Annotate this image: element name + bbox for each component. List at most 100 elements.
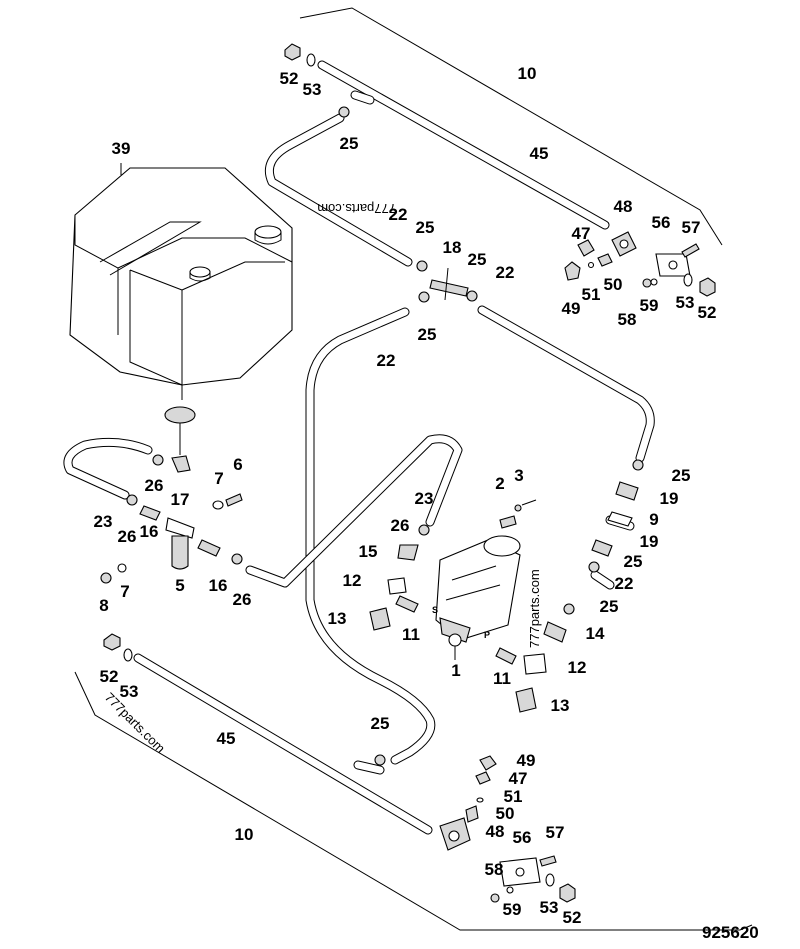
callout-c-11-a: 11 <box>402 625 420 644</box>
callout-c-15: 15 <box>359 542 378 561</box>
screw-57-bot <box>539 855 557 867</box>
washer-51-bot <box>476 797 484 803</box>
drawing-number: 925620 <box>702 923 759 942</box>
screw-2 <box>499 515 517 529</box>
callout-c-45-top: 45 <box>530 144 549 163</box>
fitting-16-a <box>139 505 161 521</box>
clamp-26-d <box>418 524 430 536</box>
cap-52-r <box>699 277 716 297</box>
callout-c-25-h: 25 <box>371 714 390 733</box>
callout-c-25-e: 25 <box>672 466 691 485</box>
fuel-pump-1 <box>435 535 521 660</box>
part-9 <box>607 511 633 527</box>
callout-c-45-bot: 45 <box>217 729 236 748</box>
callout-c-13-b: 13 <box>551 696 570 715</box>
clamp-25-a <box>338 106 350 118</box>
nut-8 <box>100 572 112 584</box>
o-ring-53-bl <box>123 648 133 662</box>
cap-52-top <box>284 43 301 61</box>
cap-52-bl <box>103 633 121 651</box>
callout-c-52-top: 52 <box>280 69 299 88</box>
screw-57-top <box>681 243 700 258</box>
callout-c-7-a: 7 <box>214 469 223 488</box>
clamp-25-e <box>632 459 644 471</box>
callout-c-13-a: 13 <box>328 609 347 628</box>
washer-7-a <box>212 500 224 510</box>
washer-7-b <box>117 563 127 573</box>
hose-45-bottom <box>133 653 433 835</box>
callout-c-25-c: 25 <box>468 250 487 269</box>
o-ring-53-r <box>683 273 693 287</box>
callout-c-53-r: 53 <box>676 293 695 312</box>
callout-c-39: 39 <box>112 139 131 158</box>
callout-c-52-bot: 52 <box>563 908 582 927</box>
callout-c-22-d: 22 <box>615 574 634 593</box>
callout-c-23-a: 23 <box>94 512 113 531</box>
fitting-11-a <box>395 595 419 613</box>
callout-c-22-a: 22 <box>389 205 408 224</box>
clamp-26-b <box>126 494 138 506</box>
callout-c-14: 14 <box>586 624 605 643</box>
callout-c-3: 3 <box>514 466 523 485</box>
callout-c-47-top: 47 <box>572 224 591 243</box>
clamp-26-a <box>152 454 164 466</box>
fitting-12-a <box>387 577 407 595</box>
callout-c-53-bot: 53 <box>540 898 559 917</box>
filter-5 <box>171 535 189 570</box>
callout-c-53-top: 53 <box>303 80 322 99</box>
callout-c-26-d: 26 <box>391 516 410 535</box>
nut-47-bot <box>475 771 491 785</box>
callout-c-51-bot: 51 <box>504 787 523 806</box>
fitting-12-b <box>523 653 547 675</box>
hose-45-top <box>264 60 610 267</box>
callout-c-25-g: 25 <box>600 597 619 616</box>
clamp-25-f <box>588 561 600 573</box>
callout-c-26-c: 26 <box>233 590 252 609</box>
clamp-26-c <box>231 553 243 565</box>
callout-c-7-b: 7 <box>120 582 129 601</box>
callout-c-23-b: 23 <box>415 489 434 508</box>
callout-c-58-top: 58 <box>618 310 637 329</box>
clamp-25-d <box>418 291 430 303</box>
callout-c-10-top: 10 <box>518 64 537 83</box>
callout-c-22-c: 22 <box>377 351 396 370</box>
fuel-tank <box>69 163 293 455</box>
suction-port-mark: S <box>432 605 438 615</box>
callout-c-48-bot: 48 <box>486 822 505 841</box>
fitting-13-a <box>369 607 391 631</box>
fuel-hoses <box>63 60 655 835</box>
hose-22-right <box>477 305 655 463</box>
callout-c-49-top: 49 <box>562 299 581 318</box>
callout-c-52-r: 52 <box>698 303 717 322</box>
callout-c-57-top: 57 <box>682 218 701 237</box>
callout-c-6: 6 <box>233 455 242 474</box>
hose-22-long <box>305 307 436 765</box>
callout-c-47-bot: 47 <box>509 769 528 788</box>
washer-59-bot <box>506 886 514 894</box>
filter-head-5 <box>165 517 195 539</box>
callout-c-19-a: 19 <box>660 489 679 508</box>
callout-c-10-bot: 10 <box>235 825 254 844</box>
fitting-13-b <box>515 687 537 713</box>
pressure-port-mark: P <box>484 630 490 640</box>
nut-49-bot <box>479 755 497 771</box>
watermark-right: 777parts.com <box>527 569 542 648</box>
clamp-25-h <box>374 754 386 766</box>
watermark-top: 777parts.com <box>317 201 396 216</box>
callout-c-18: 18 <box>443 238 462 257</box>
callout-c-19-b: 19 <box>640 532 659 551</box>
nut-47-top <box>577 239 595 257</box>
callout-c-26-b: 26 <box>118 527 137 546</box>
o-ring-53-bot <box>545 873 555 887</box>
callout-c-59-bot: 59 <box>503 900 522 919</box>
fitting-15 <box>397 544 419 561</box>
hose-23-right <box>245 434 463 588</box>
washer-59-top <box>650 278 658 286</box>
fitting-11-b <box>495 647 517 665</box>
callout-c-16-b: 16 <box>209 576 228 595</box>
callout-c-1: 1 <box>451 661 460 680</box>
nut-58-bot <box>490 893 500 903</box>
screw-6 <box>225 493 243 507</box>
